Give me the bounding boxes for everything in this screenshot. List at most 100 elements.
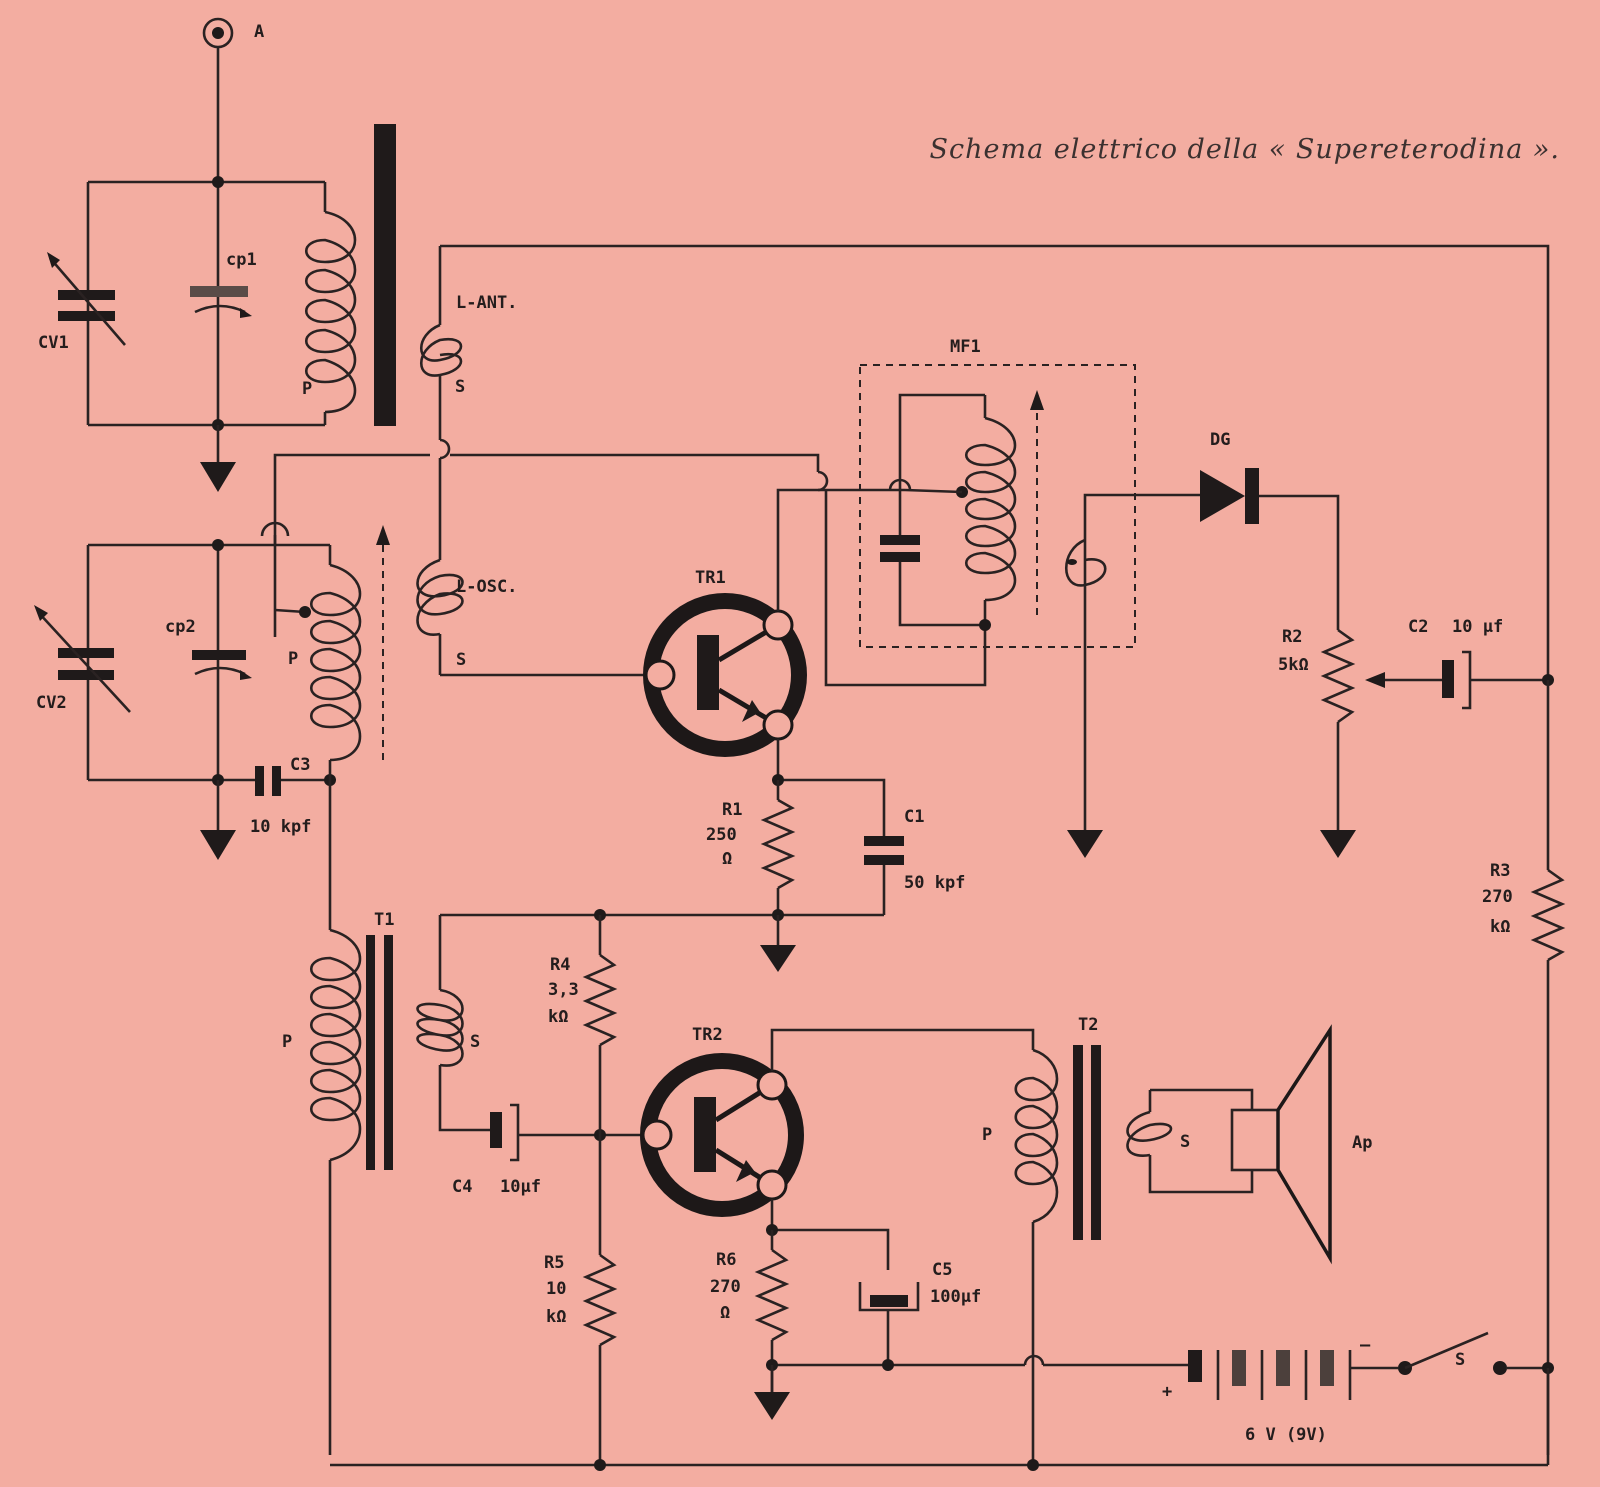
ground-symbol: [200, 830, 236, 860]
r4-unit: kΩ: [548, 1007, 568, 1027]
loudspeaker-ap: [1230, 1024, 1332, 1265]
resistor-r5: [582, 1253, 618, 1465]
battery-plus-label: +: [1162, 1382, 1172, 1402]
r1-value: 250: [706, 825, 737, 845]
resistor-r1: [760, 780, 796, 915]
capacitor-c5: [858, 1282, 920, 1365]
junction-dot: [1027, 1459, 1039, 1471]
junction-dot: [212, 176, 224, 188]
c5-label: C5: [932, 1260, 952, 1280]
ap-label: Ap: [1352, 1133, 1372, 1153]
wire: [824, 490, 987, 687]
r2-label: R2: [1282, 627, 1302, 647]
s2-label: S: [456, 650, 466, 670]
c2-value: 10 µf: [1452, 617, 1503, 637]
variable-capacitor-cv1: [47, 252, 126, 346]
antenna-coil-primary: [305, 182, 357, 425]
variable-capacitor-cv2: [34, 605, 131, 713]
cp1-label: cp1: [226, 250, 257, 270]
battery: [1188, 1350, 1352, 1400]
oscillator-coil-secondary: [416, 558, 650, 677]
ferrite-rod: [374, 124, 396, 426]
r6-unit: Ω: [720, 1303, 730, 1323]
c2-label: C2: [1408, 617, 1428, 637]
c1-label: C1: [904, 807, 924, 827]
ground-symbol: [754, 1392, 790, 1420]
c4-value: 10µf: [500, 1177, 541, 1197]
s1-label: S: [455, 377, 465, 397]
power-switch: [1350, 1331, 1548, 1375]
p1-label: P: [302, 379, 312, 399]
capacitor-c3: [255, 766, 330, 796]
output-transformer-t2: [1014, 1045, 1254, 1465]
tuned-circuit-1: [86, 180, 325, 427]
r5-value: 10: [546, 1279, 566, 1299]
battery-minus-label: –: [1360, 1335, 1371, 1355]
mf1-transformer: [880, 390, 1044, 631]
r2-value: 5kΩ: [1278, 655, 1309, 675]
battery-voltage-label: 6 V (9V): [1245, 1425, 1327, 1445]
antenna-label: A: [254, 22, 264, 42]
mf1-shield-box: [859, 364, 1136, 648]
ground-symbol: [200, 462, 236, 492]
cv2-label: CV2: [36, 693, 67, 713]
cp2-label: cp2: [165, 617, 196, 637]
r5-label: R5: [544, 1253, 564, 1273]
r1-unit: Ω: [722, 849, 732, 869]
r5-unit: kΩ: [546, 1307, 566, 1327]
ground-symbol: [760, 945, 796, 972]
wire: [776, 488, 905, 611]
c3-value: 10 kpf: [250, 817, 311, 837]
r1-label: R1: [722, 800, 742, 820]
losc-label: L-OSC.: [456, 577, 517, 597]
r4-label: R4: [550, 955, 570, 975]
transistor-tr2: [640, 1053, 804, 1217]
r3-unit: kΩ: [1490, 917, 1510, 937]
transistor-tr1: [643, 593, 807, 757]
antenna-terminal: [202, 17, 234, 182]
t2p-label: P: [982, 1125, 992, 1145]
capacitor-c4: [490, 1103, 645, 1162]
t1-label: T1: [374, 910, 394, 930]
c3-label: C3: [290, 755, 310, 775]
mf1-secondary: [1064, 493, 1200, 830]
switch-label: S: [1455, 1350, 1465, 1370]
junction-dot: [594, 1459, 606, 1471]
antenna-coil-secondary: [419, 246, 463, 560]
trimmer-capacitor-cp1: [190, 286, 252, 318]
t1p-label: P: [282, 1032, 292, 1052]
dg-label: DG: [1210, 430, 1230, 450]
tr2-label: TR2: [692, 1025, 723, 1045]
c1-value: 50 kpf: [904, 873, 965, 893]
ground-symbol: [1067, 830, 1103, 858]
trimmer-capacitor-cp2: [192, 650, 252, 680]
r3-value: 270: [1482, 887, 1513, 907]
potentiometer-r2: [1320, 628, 1448, 830]
c5-value: 100µf: [930, 1287, 981, 1307]
diode-dg: [1200, 468, 1340, 630]
r6-label: R6: [716, 1250, 736, 1270]
transformer-t1: [310, 915, 490, 1455]
c4-label: C4: [452, 1177, 472, 1197]
r6-value: 270: [710, 1277, 741, 1297]
wire: [770, 1028, 1035, 1071]
capacitor-c2: [1442, 650, 1548, 710]
r4-value: 3,3: [548, 980, 579, 1000]
capacitor-c1: [864, 820, 904, 915]
caption: Schema elettrico della « Supereterodina …: [929, 134, 1560, 165]
lant-label: L-ANT.: [456, 293, 517, 313]
t1s-label: S: [470, 1032, 480, 1052]
cv1-label: CV1: [38, 333, 69, 353]
p2-label: P: [288, 649, 298, 669]
resistor-r3: [1530, 680, 1566, 1455]
t2s-label: S: [1180, 1132, 1190, 1152]
wire: [273, 453, 430, 637]
mf1-label: MF1: [950, 337, 981, 357]
resistor-r4: [582, 915, 618, 1255]
feed-wire-top: [440, 244, 1550, 675]
junction-dot: [882, 1359, 894, 1371]
junction-dot: [212, 539, 224, 551]
ground-symbol: [1320, 830, 1356, 858]
